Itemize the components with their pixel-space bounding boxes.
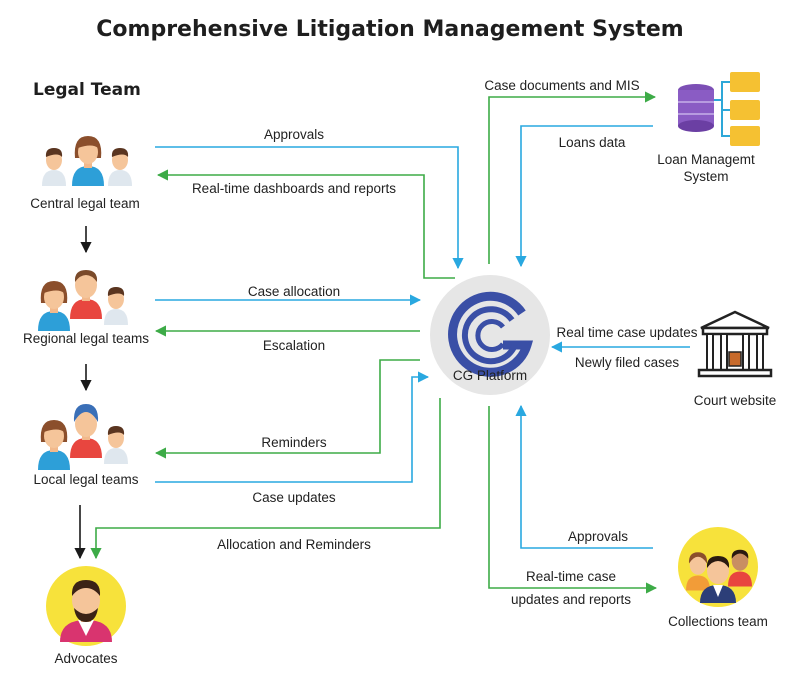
node-advocates: Advocates	[54, 651, 117, 666]
edge-label-newly-filed: Newly filed cases	[575, 355, 680, 370]
page-title: Comprehensive Litigation Management Syst…	[96, 17, 683, 42]
edge-label-realtime-case-line2: updates and reports	[511, 592, 631, 607]
node-local-legal-teams: Local legal teams	[33, 472, 138, 487]
flow-loans-data	[515, 125, 653, 268]
section-title: Legal Team	[33, 80, 141, 100]
database-folders-icon	[678, 72, 760, 146]
edge-label-loans-data: Loans data	[559, 135, 626, 150]
edge-label-realtime-case-updates: Real time case updates	[556, 325, 697, 340]
edge-label-reminders: Reminders	[261, 435, 327, 450]
edge-label-case-updates: Case updates	[252, 490, 336, 505]
courthouse-icon	[697, 310, 773, 378]
edge-label-allocation-reminders: Allocation and Reminders	[217, 537, 371, 552]
advocate-avatar-icon	[46, 566, 126, 646]
flow-reminders	[154, 359, 420, 459]
edge-label-case-documents: Case documents and MIS	[484, 78, 639, 93]
cg-logo-icon	[430, 275, 550, 395]
flow-approvals-central	[155, 146, 464, 270]
flow-case-documents	[488, 91, 657, 264]
people-group-icon	[42, 136, 132, 186]
edge-label-case-allocation: Case allocation	[248, 284, 340, 299]
team-avatar-icon	[678, 527, 758, 607]
edge-label-dashboards: Real-time dashboards and reports	[192, 181, 396, 196]
node-collections-team: Collections team	[668, 614, 768, 629]
flow-case-updates	[155, 371, 430, 483]
people-group-icon	[38, 270, 128, 331]
edge-label-escalation: Escalation	[263, 338, 325, 353]
flow-collections-reports	[488, 406, 658, 594]
node-regional-legal-teams: Regional legal teams	[23, 331, 149, 346]
node-court-website: Court website	[694, 393, 777, 408]
node-central-legal-team: Central legal team	[30, 196, 140, 211]
flow-dashboards	[156, 169, 455, 279]
people-group-icon	[38, 404, 128, 470]
edge-label-realtime-case-line1: Real-time case	[526, 569, 616, 584]
node-lms-line1: Loan Managemt	[657, 152, 755, 167]
node-lms-line2: System	[683, 169, 728, 184]
node-cg-platform: CG Platform	[453, 368, 527, 383]
edge-label-approvals-central: Approvals	[264, 127, 324, 142]
edge-label-approvals-collections: Approvals	[568, 529, 628, 544]
flow-allocation-reminders	[90, 398, 441, 560]
flow-approvals-collections	[515, 404, 653, 549]
